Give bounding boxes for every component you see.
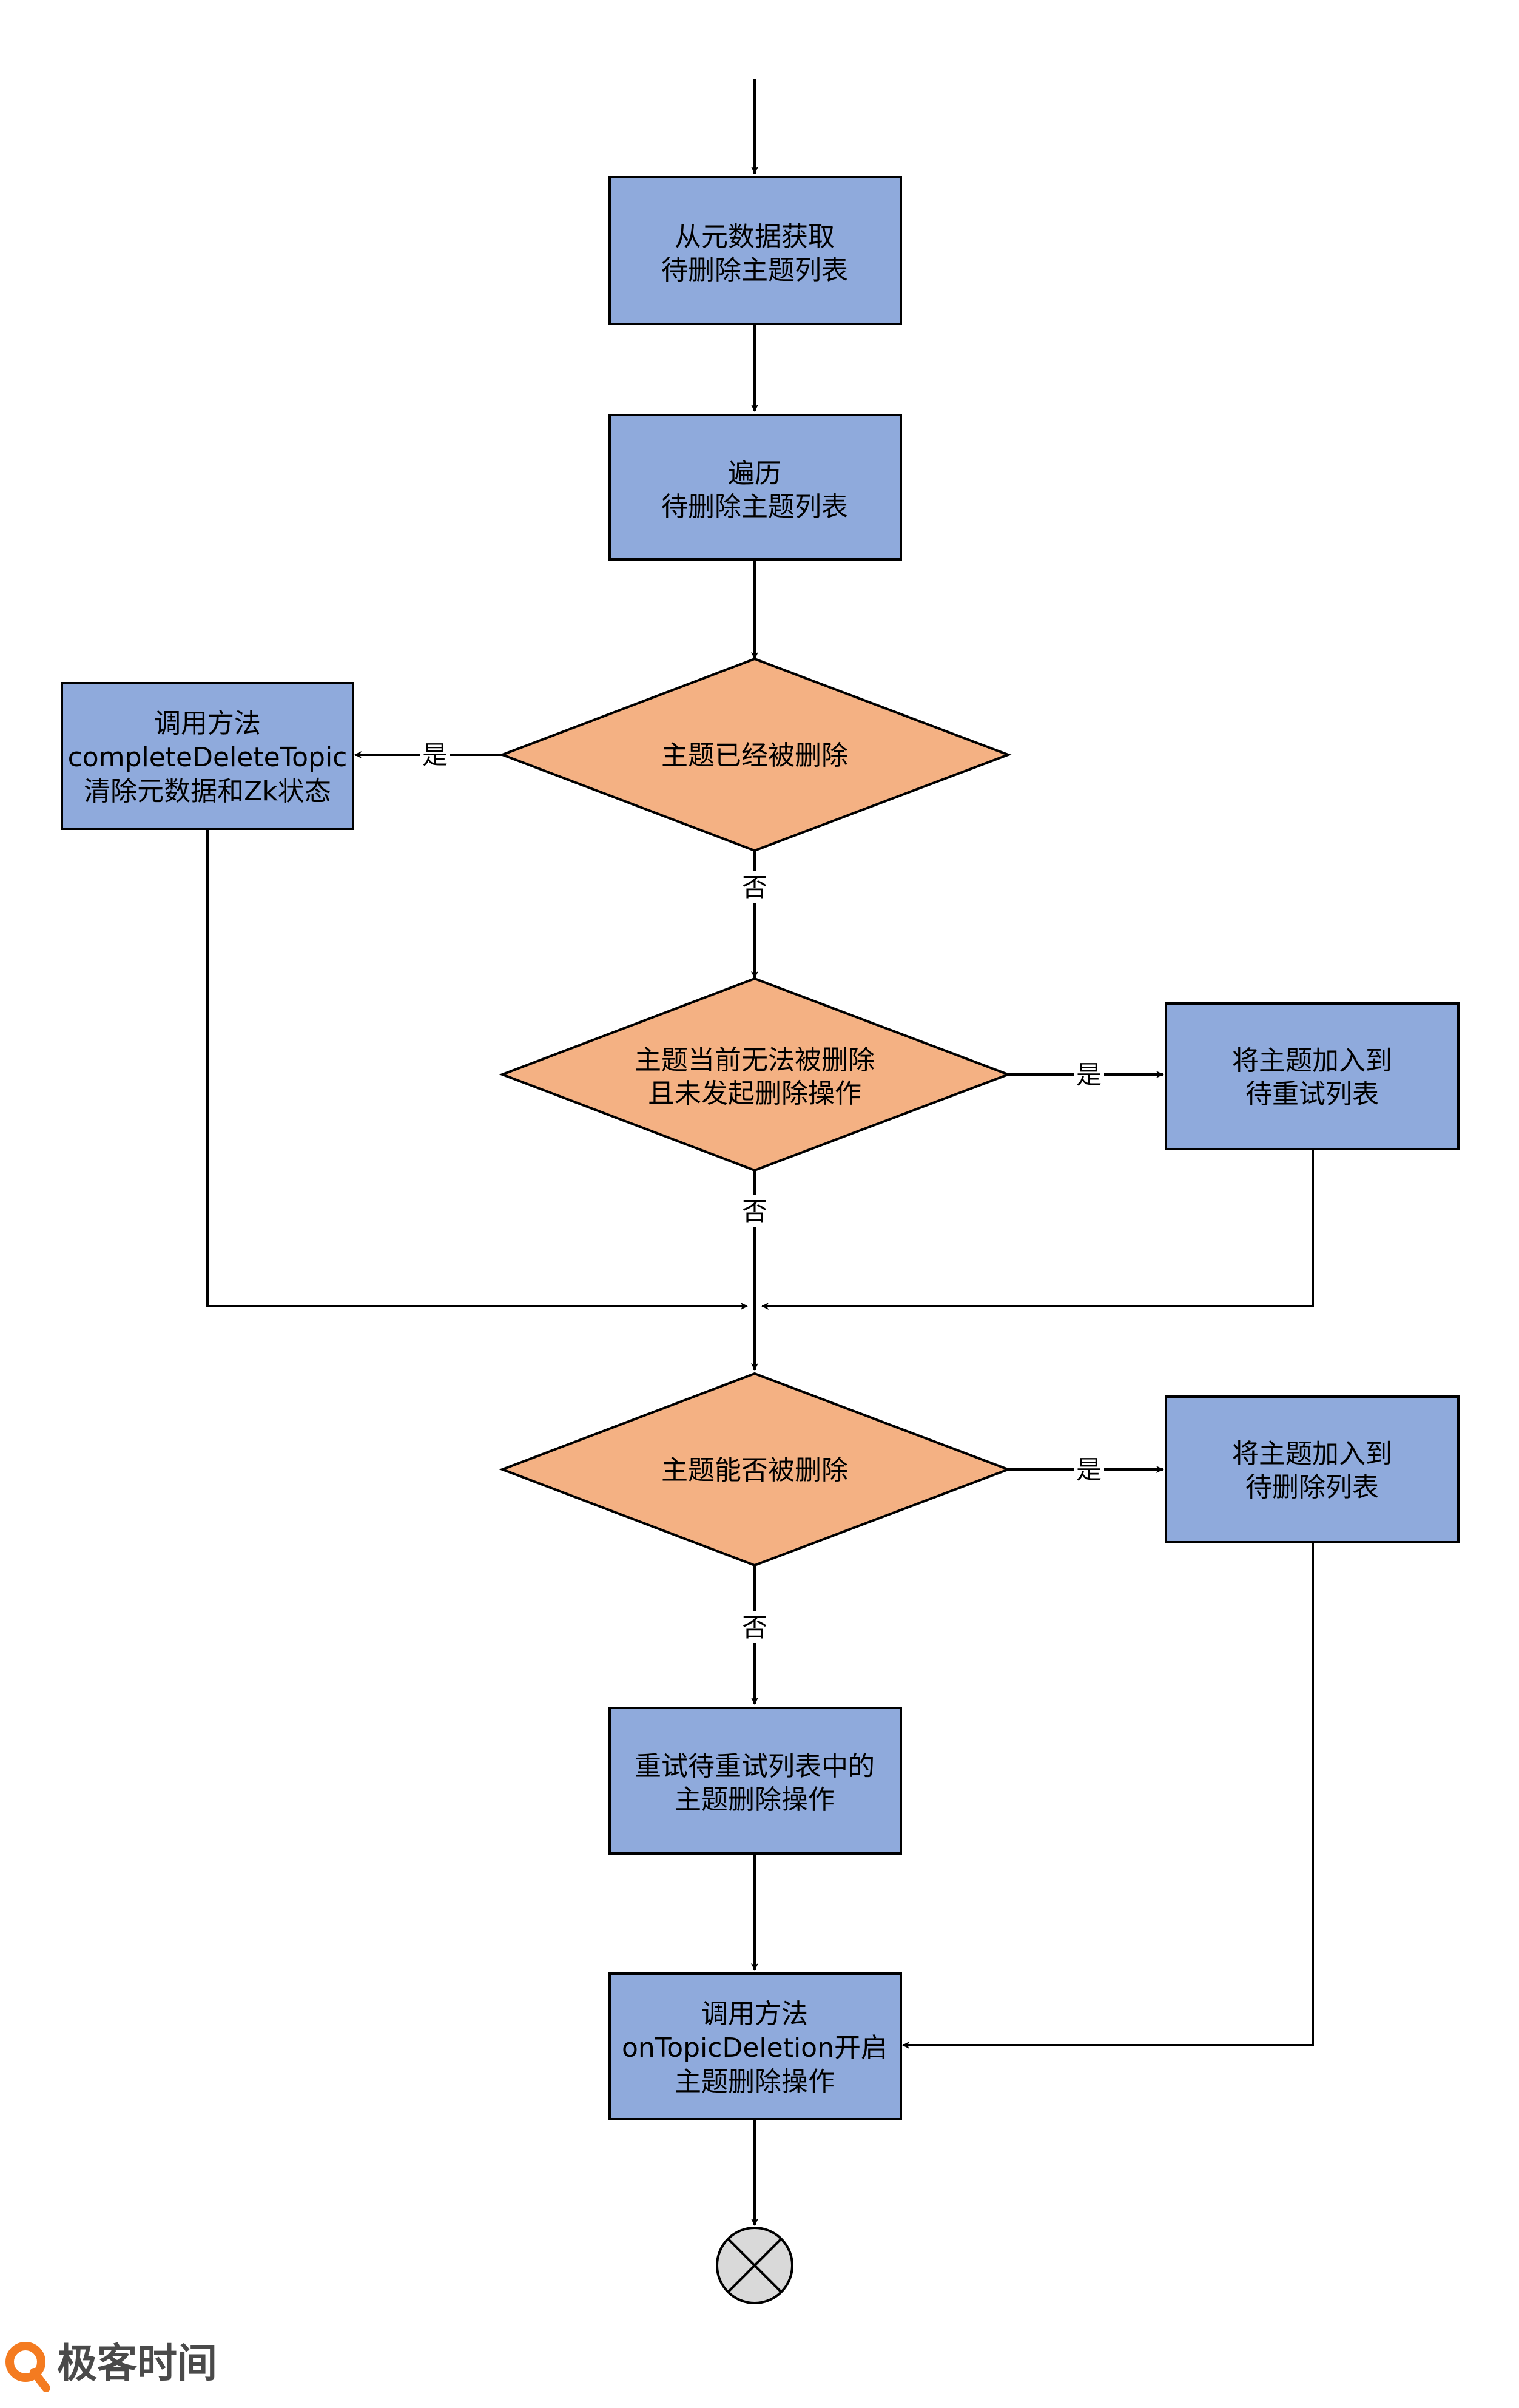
label-no-deleted: 否 bbox=[742, 872, 767, 902]
decision-diamond bbox=[499, 1372, 1012, 1567]
label-yes-ineligible: 是 bbox=[1076, 1060, 1102, 1090]
circle-x-icon bbox=[716, 2227, 793, 2304]
decision-check-ineligible: 主题当前无法被删除 且未发起删除操作 bbox=[499, 977, 1012, 1172]
node-text: 待重试列表 bbox=[1245, 1079, 1379, 1110]
node-text: 遍历 bbox=[728, 458, 781, 489]
decision-check-eligible: 主题能否被删除 bbox=[499, 1372, 1012, 1567]
node-text: 从元数据获取 bbox=[675, 221, 835, 252]
node-on-deletion: 调用方法 onTopicDeletion开启 主题删除操作 bbox=[608, 1972, 902, 2120]
edge-labels: 是 否 是 否 是 否 bbox=[420, 739, 1104, 1643]
label-yes-deleted: 是 bbox=[422, 740, 448, 770]
edge-complete-to-merge bbox=[206, 829, 748, 1310]
process-box bbox=[608, 1972, 902, 2120]
process-box bbox=[1165, 1395, 1460, 1543]
process-box bbox=[608, 1707, 902, 1855]
node-text: 主题已经被删除 bbox=[661, 740, 848, 771]
node-text: 调用方法 bbox=[701, 1998, 808, 2029]
node-text: 待删除主题列表 bbox=[661, 491, 848, 522]
node-text: 主题删除操作 bbox=[675, 1784, 835, 1815]
node-text: 将主题加入到 bbox=[1232, 1438, 1392, 1469]
node-iterate: 遍历 待删除主题列表 bbox=[608, 414, 902, 561]
brand-name: 极客时间 bbox=[57, 2340, 217, 2387]
label-no-eligible: 否 bbox=[742, 1613, 767, 1642]
node-text: 调用方法 bbox=[154, 708, 261, 739]
node-text: 清除元数据和Zk状态 bbox=[84, 776, 331, 807]
decision-diamond bbox=[499, 977, 1012, 1172]
decision-check-deleted: 主题已经被删除 bbox=[499, 657, 1012, 852]
label-no-ineligible: 否 bbox=[742, 1196, 767, 1226]
process-box bbox=[1165, 1002, 1460, 1150]
edges bbox=[206, 79, 1314, 2226]
edge-add-delete-to-on-deletion bbox=[902, 1542, 1314, 2049]
node-text: 待删除主题列表 bbox=[661, 255, 848, 286]
decision-diamond bbox=[499, 657, 1012, 852]
node-text: 主题能否被删除 bbox=[661, 1455, 848, 1486]
node-text: 待删除列表 bbox=[1245, 1472, 1379, 1503]
node-get-list: 从元数据获取 待删除主题列表 bbox=[608, 176, 902, 325]
process-box bbox=[608, 414, 902, 561]
process-box bbox=[608, 176, 902, 325]
node-text: 重试待重试列表中的 bbox=[635, 1751, 875, 1782]
node-text: onTopicDeletion开启 bbox=[622, 2032, 887, 2063]
node-text: 将主题加入到 bbox=[1232, 1045, 1392, 1076]
node-text: 且未发起删除操作 bbox=[648, 1078, 861, 1109]
node-text: 主题当前无法被删除 bbox=[635, 1045, 875, 1076]
node-complete-delete: 调用方法 completeDeleteTopic 清除元数据和Zk状态 bbox=[61, 682, 354, 830]
node-text: 主题删除操作 bbox=[675, 2066, 835, 2097]
node-retry-ops: 重试待重试列表中的 主题删除操作 bbox=[608, 1707, 902, 1855]
node-add-retry: 将主题加入到 待重试列表 bbox=[1165, 1002, 1460, 1150]
geektime-logo-icon bbox=[5, 2342, 50, 2392]
node-add-delete: 将主题加入到 待删除列表 bbox=[1165, 1395, 1460, 1543]
brand-watermark: 极客时间 bbox=[5, 2340, 217, 2392]
label-yes-eligible: 是 bbox=[1076, 1455, 1102, 1485]
node-text: completeDeleteTopic bbox=[68, 742, 348, 773]
process-box bbox=[61, 682, 354, 830]
edge-retry-to-merge bbox=[761, 1149, 1314, 1310]
